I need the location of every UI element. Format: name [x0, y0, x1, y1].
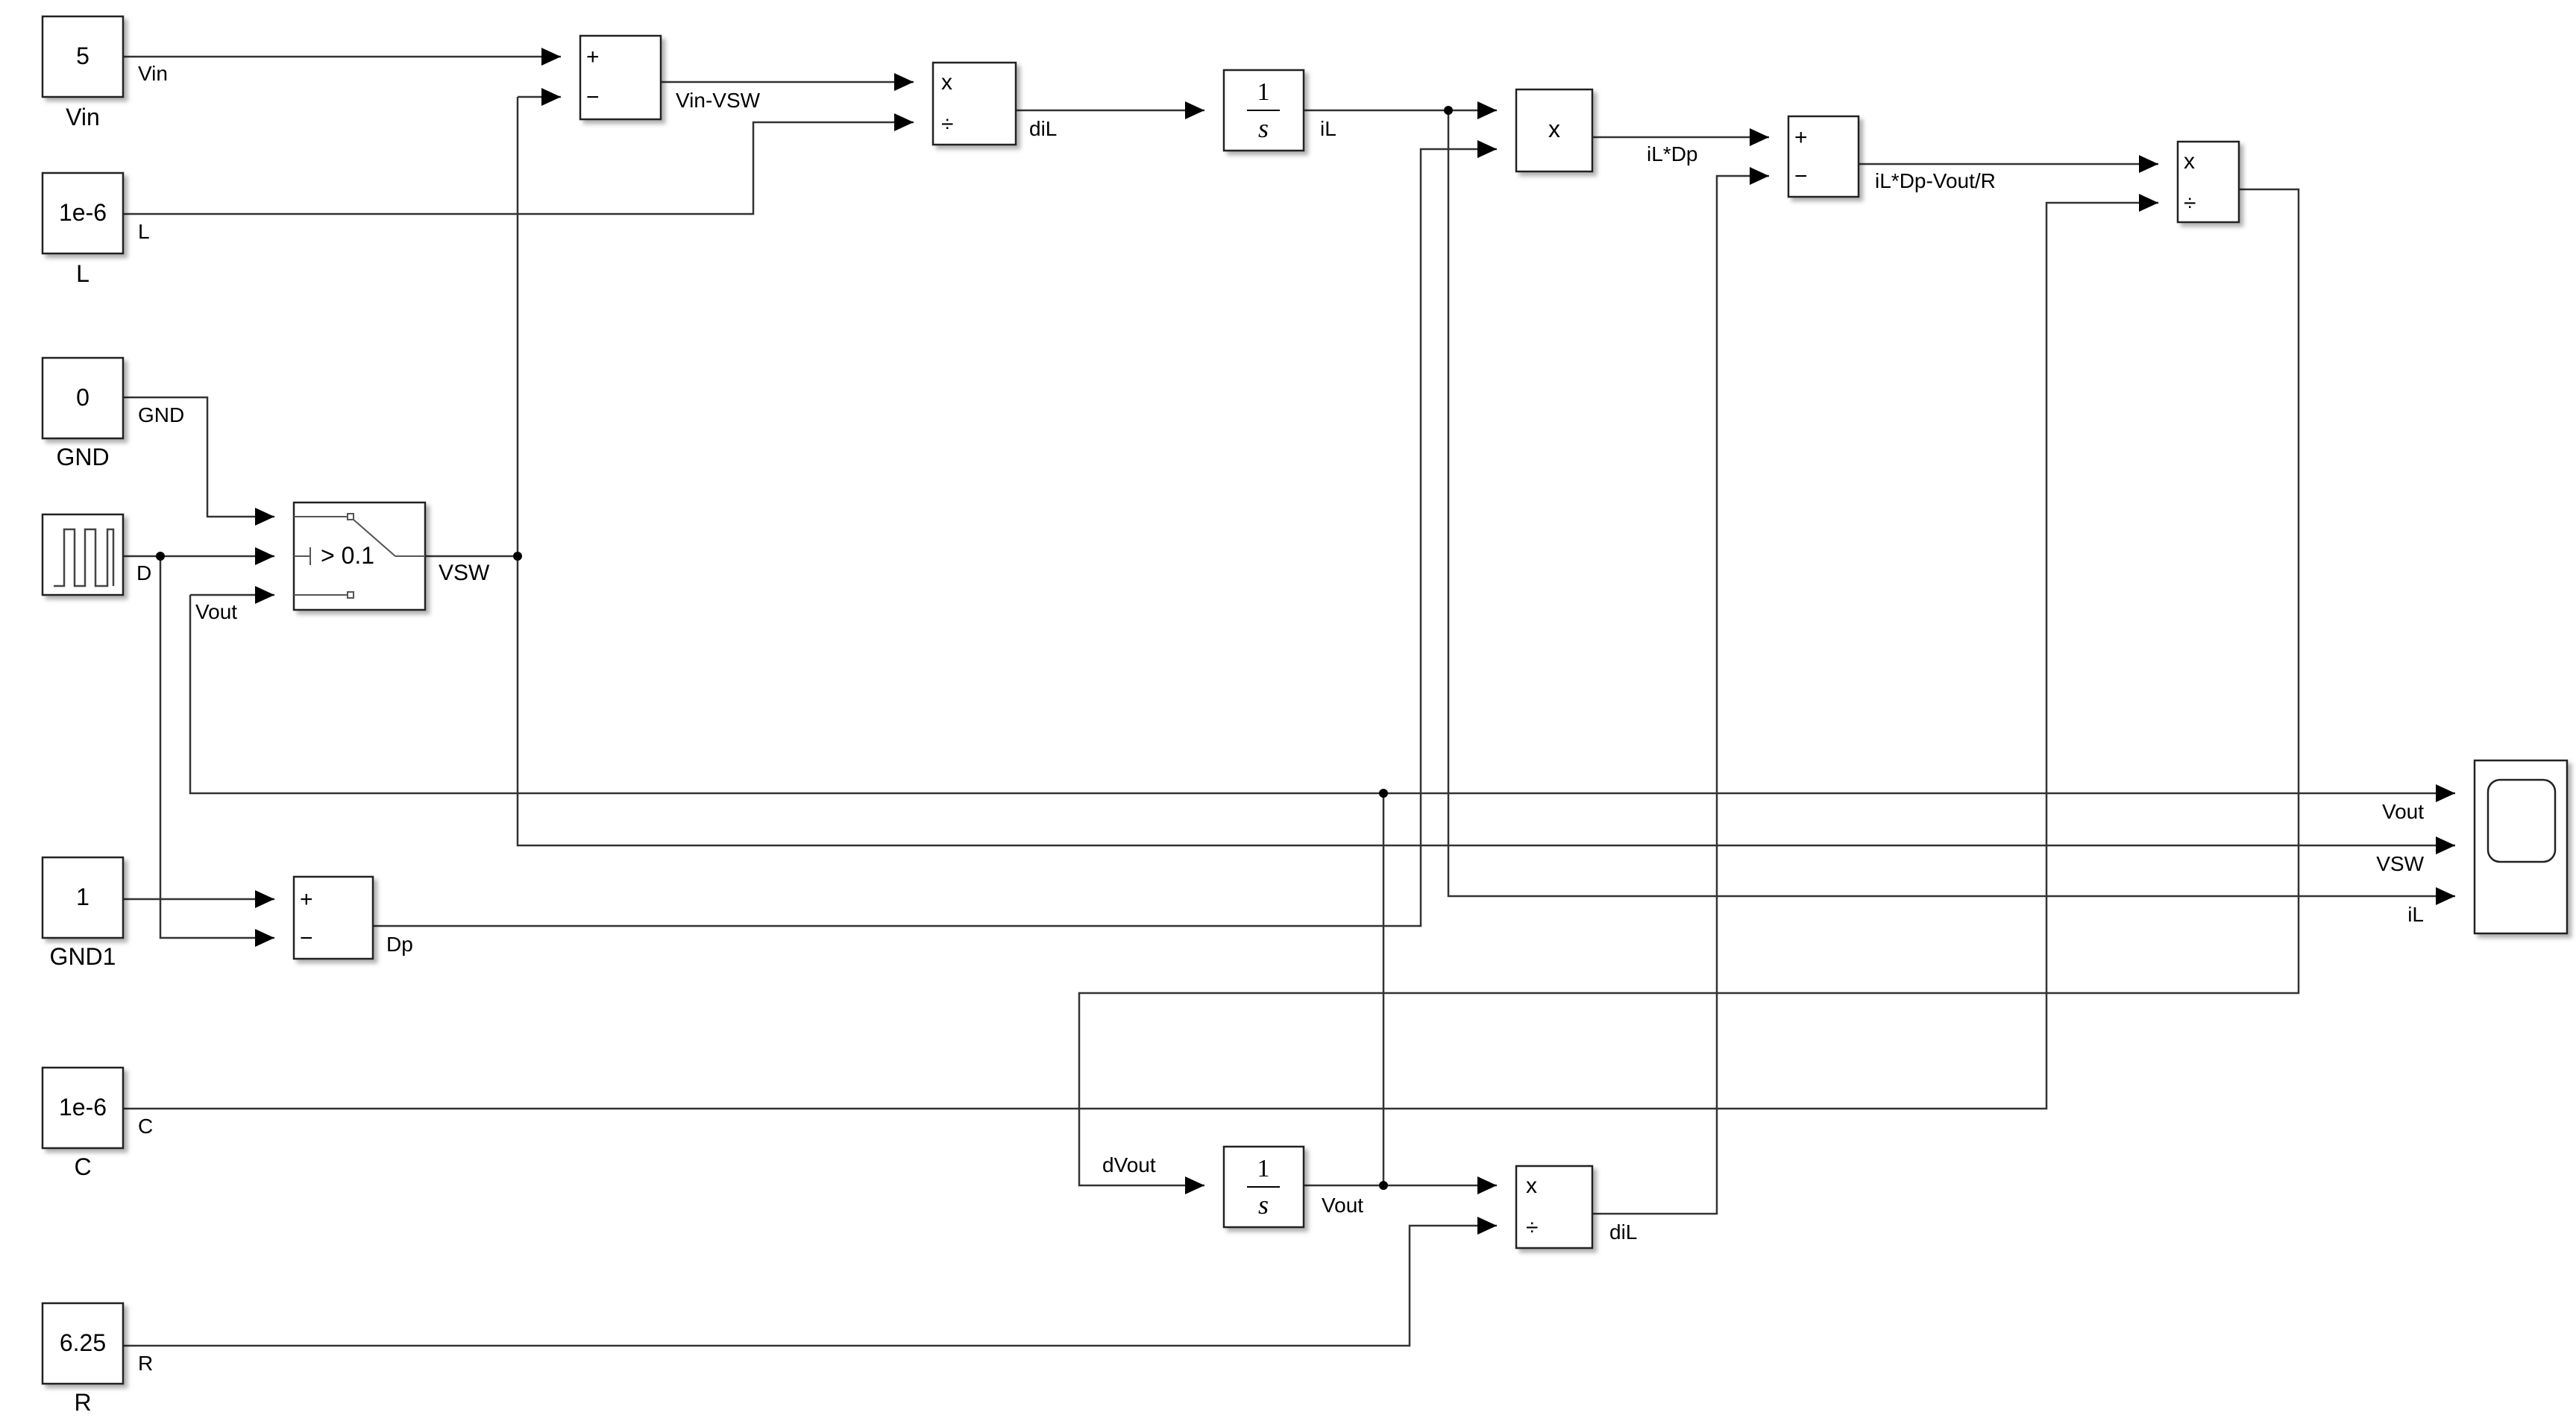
const-r-value: 6.25	[60, 1329, 106, 1356]
signal-label-vout: Vout	[1322, 1194, 1363, 1217]
product3-times: x	[2184, 149, 2195, 174]
const-gnd1-name: GND1	[50, 943, 116, 970]
line-il-branch	[1447, 110, 2455, 898]
line-vout-feedback	[189, 595, 2455, 795]
const-l-value: 1e-6	[59, 199, 107, 226]
signal-label-dil: diL	[1029, 117, 1057, 140]
signal-label-r: R	[138, 1352, 153, 1375]
switch-graphic	[294, 513, 425, 599]
product4-block[interactable]	[1515, 1165, 1594, 1250]
line-c	[123, 201, 2158, 1110]
const-c-value: 1e-6	[59, 1094, 107, 1121]
line-dvout	[1078, 188, 2300, 1187]
const-r-name: R	[74, 1389, 91, 1416]
signal-label-dvout: dVout	[1102, 1153, 1156, 1176]
const-gnd1-block[interactable]	[41, 856, 125, 939]
sum3-block[interactable]	[1787, 115, 1860, 198]
const-vin-value: 5	[76, 42, 89, 69]
scope-input-il: iL	[2407, 903, 2424, 926]
sum1-block[interactable]	[579, 34, 662, 121]
const-c-block[interactable]	[41, 1066, 125, 1150]
const-vin-block[interactable]	[41, 15, 125, 98]
scope-screen-icon	[2487, 778, 2557, 863]
integrator2-numerator: 1	[1257, 1155, 1270, 1182]
integrator2-denominator: s	[1258, 1190, 1269, 1220]
integrator1-denominator: s	[1258, 113, 1269, 143]
const-l-name: L	[76, 260, 89, 287]
pulse-generator-block[interactable]	[41, 513, 125, 596]
scope-input-vsw: VSW	[2376, 852, 2424, 875]
product3-divide: ÷	[2184, 191, 2196, 215]
signal-lines	[123, 55, 2455, 1347]
signal-label-il: iL	[1320, 117, 1336, 140]
signal-label-dil2: diL	[1609, 1220, 1637, 1244]
signal-label-c: C	[138, 1115, 153, 1138]
junctions	[156, 106, 1453, 1190]
const-gnd-block[interactable]	[41, 356, 125, 440]
line-d-branch	[159, 556, 274, 939]
line-dil2	[1592, 174, 1769, 1215]
const-gnd-name: GND	[56, 444, 109, 470]
product2-times: x	[1548, 116, 1560, 142]
signal-label-vin-vsw: Vin-VSW	[676, 89, 761, 112]
const-r-block[interactable]	[41, 1302, 125, 1385]
line-l	[123, 121, 914, 215]
sum1-plus: +	[586, 45, 600, 69]
pulse-wave-icon	[54, 528, 115, 587]
sum2-minus: −	[300, 926, 313, 951]
switch-threshold: > 0.1	[321, 542, 374, 569]
line-vsw-branch	[516, 97, 2455, 847]
scope-input-vout: Vout	[2382, 800, 2424, 823]
const-vin-name: Vin	[66, 104, 100, 130]
product3-block[interactable]	[2176, 140, 2240, 224]
sum2-plus: +	[300, 887, 313, 912]
product4-divide: ÷	[1526, 1215, 1538, 1240]
sum2-block[interactable]	[292, 875, 374, 960]
line-r	[123, 1224, 1497, 1347]
signal-label-gnd: GND	[138, 403, 184, 426]
product4-times: x	[1526, 1173, 1537, 1198]
switch-input-label-vout: Vout	[195, 600, 237, 623]
switch-output-label-vsw: VSW	[439, 561, 490, 585]
product1-block[interactable]	[932, 61, 1017, 146]
signal-label-il-dp: iL*Dp	[1647, 142, 1697, 166]
signal-label-dp: Dp	[386, 933, 413, 956]
const-l-block[interactable]	[41, 171, 125, 255]
line-dp	[373, 148, 1497, 927]
product1-times: x	[941, 70, 952, 95]
const-c-name: C	[74, 1153, 91, 1180]
product2-block[interactable]	[1515, 88, 1594, 173]
product1-divide: ÷	[941, 112, 953, 136]
integrator1-numerator: 1	[1257, 78, 1270, 106]
sum3-minus: −	[1794, 164, 1808, 189]
sum1-minus: −	[586, 85, 600, 110]
signal-label-il-dp-vout-r: iL*Dp-Vout/R	[1875, 169, 1996, 192]
const-gnd-value: 0	[76, 384, 89, 411]
line-gnd	[123, 396, 274, 518]
const-gnd1-value: 1	[76, 883, 89, 910]
blocks	[41, 15, 2569, 1385]
signal-label-vin: Vin	[138, 62, 168, 85]
signal-label-d: D	[136, 561, 151, 585]
arrowheads	[255, 48, 2455, 1235]
sum3-plus: +	[1794, 125, 1808, 150]
signal-label-l: L	[138, 220, 150, 243]
